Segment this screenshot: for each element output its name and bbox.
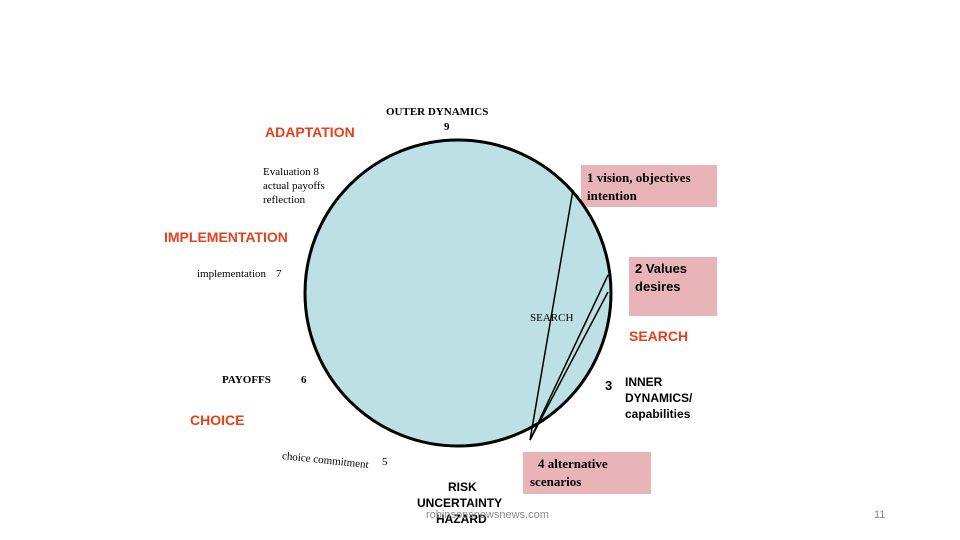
actual-payoffs-label: actual payoffs — [263, 180, 325, 192]
payoffs-label: PAYOFFS — [222, 374, 271, 386]
inner-dynamics-line3: capabilities — [625, 407, 691, 421]
implementation-number: 7 — [276, 268, 282, 280]
values-line1: 2 Values — [635, 261, 688, 276]
evaluation-label: Evaluation 8 — [263, 166, 319, 178]
alternatives-line1: 4 alternative — [538, 456, 608, 471]
phase-choice: CHOICE — [190, 412, 245, 428]
reflection-label: reflection — [263, 194, 306, 206]
values-line2: desires — [635, 279, 681, 294]
chord-vision — [529, 189, 574, 441]
inner-dynamics-line1: INNER — [625, 375, 663, 389]
outer-dynamics-number: 9 — [444, 121, 450, 133]
footer-source: robinsonsnewsnews.com — [426, 509, 549, 521]
phase-implementation: IMPLEMENTATION — [164, 229, 288, 245]
outer-dynamics-label: OUTER DYNAMICS — [386, 106, 489, 118]
uncertainty-label: UNCERTAINTY — [417, 496, 503, 510]
payoffs-number: 6 — [301, 374, 307, 386]
inner-search-label: SEARCH — [530, 312, 574, 324]
hazard-label: HAZARD — [436, 512, 487, 526]
page-number: 11 — [874, 509, 886, 521]
alternatives-line2: scenarios — [530, 474, 582, 489]
chord-values — [529, 274, 609, 441]
vision-line1: 1 vision, objectives — [587, 170, 691, 185]
phase-adaptation: ADAPTATION — [265, 124, 355, 140]
cycle-circle — [303, 138, 613, 448]
implementation-label: implementation — [197, 268, 267, 280]
vision-line2: intention — [587, 188, 637, 203]
vision-box — [581, 165, 717, 207]
choice-commitment-number: 5 — [382, 456, 388, 468]
inner-dynamics-line2: DYNAMICS/ — [625, 391, 693, 405]
chord-inner — [529, 291, 609, 441]
risk-label: RISK — [448, 480, 477, 494]
inner-dynamics-number: 3 — [605, 378, 613, 393]
alternatives-box — [523, 452, 651, 494]
phase-search: SEARCH — [629, 328, 689, 344]
values-box — [629, 257, 717, 316]
